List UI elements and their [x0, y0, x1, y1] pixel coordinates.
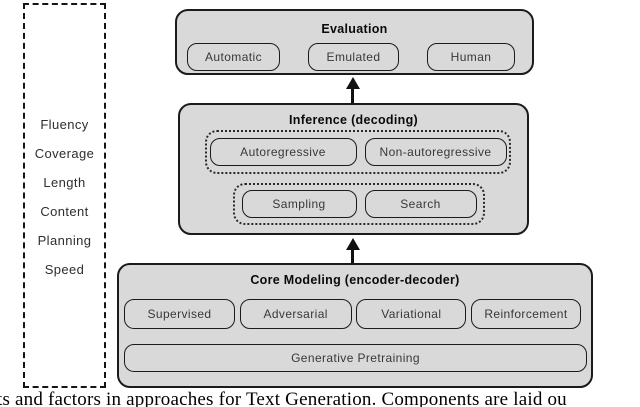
core-modeling-title: Core Modeling (encoder-decoder): [250, 273, 460, 287]
factors-panel: Fluency Coverage Length Content Planning…: [23, 3, 106, 388]
node-sampling: Sampling: [241, 190, 357, 218]
factor-planning: Planning: [37, 233, 92, 248]
node-supervised: Supervised: [124, 299, 235, 329]
arrow-core-to-inference-line: [351, 248, 354, 264]
node-generative-pretraining: Generative Pretraining: [124, 344, 587, 372]
figure-caption: ts and factors in approaches for Text Ge…: [0, 389, 567, 407]
evaluation-items-row: Automatic Emulated Human: [187, 43, 515, 71]
arrow-inference-to-evaluation-line: [351, 87, 354, 104]
evaluation-title: Evaluation: [321, 22, 388, 36]
factor-coverage: Coverage: [34, 146, 95, 161]
inference-title: Inference (decoding): [289, 113, 418, 127]
node-variational: Variational: [356, 299, 467, 329]
factor-length: Length: [43, 175, 86, 190]
factor-speed: Speed: [44, 262, 85, 277]
factor-content: Content: [40, 204, 89, 219]
evaluation-box: Evaluation Automatic Emulated Human: [175, 9, 534, 75]
node-automatic: Automatic: [187, 43, 280, 71]
core-modeling-box: Core Modeling (encoder-decoder) Supervis…: [117, 263, 593, 388]
inference-box: Inference (decoding) Autoregressive Non-…: [178, 103, 529, 235]
arrow-core-to-inference-head: [346, 238, 360, 250]
factors-list: Fluency Coverage Length Content Planning…: [25, 110, 104, 284]
node-emulated: Emulated: [308, 43, 399, 71]
arrow-inference-to-evaluation-head: [346, 77, 360, 89]
node-autoregressive: Autoregressive: [209, 138, 357, 166]
core-items-row: Supervised Adversarial Variational Reinf…: [124, 299, 581, 329]
node-search: Search: [364, 190, 477, 218]
decoding-group: Sampling Search: [233, 183, 485, 225]
factor-fluency: Fluency: [40, 117, 89, 132]
node-non-autoregressive: Non-autoregressive: [364, 138, 507, 166]
node-human: Human: [427, 43, 515, 71]
regressive-group: Autoregressive Non-autoregressive: [205, 130, 511, 174]
node-adversarial: Adversarial: [239, 299, 352, 329]
node-reinforcement: Reinforcement: [470, 299, 581, 329]
